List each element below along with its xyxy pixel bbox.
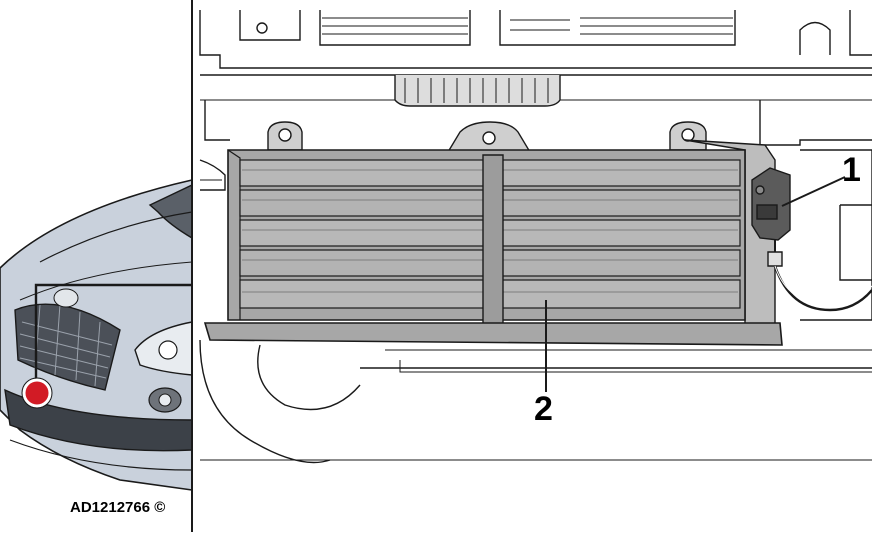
shutter-bottom-lip <box>203 322 783 346</box>
shutter-mounts <box>267 121 707 153</box>
callout-1-leader <box>781 176 846 207</box>
detail-view <box>199 10 872 464</box>
callout-label-2: 2 <box>534 390 553 428</box>
car-inset <box>0 178 193 491</box>
actuator-connector <box>767 251 783 267</box>
car-grille <box>14 303 121 391</box>
callout-label-1: 1 <box>842 151 861 189</box>
actuator-cable <box>773 265 872 312</box>
reference-code: AD1212766 © <box>70 499 166 516</box>
location-marker <box>22 378 52 408</box>
car-badge <box>53 288 79 308</box>
grille-shutter-assembly <box>203 139 783 346</box>
shutter-center-post <box>482 154 504 330</box>
shutter-actuator <box>751 167 872 312</box>
inset-pointer-line <box>34 283 192 392</box>
